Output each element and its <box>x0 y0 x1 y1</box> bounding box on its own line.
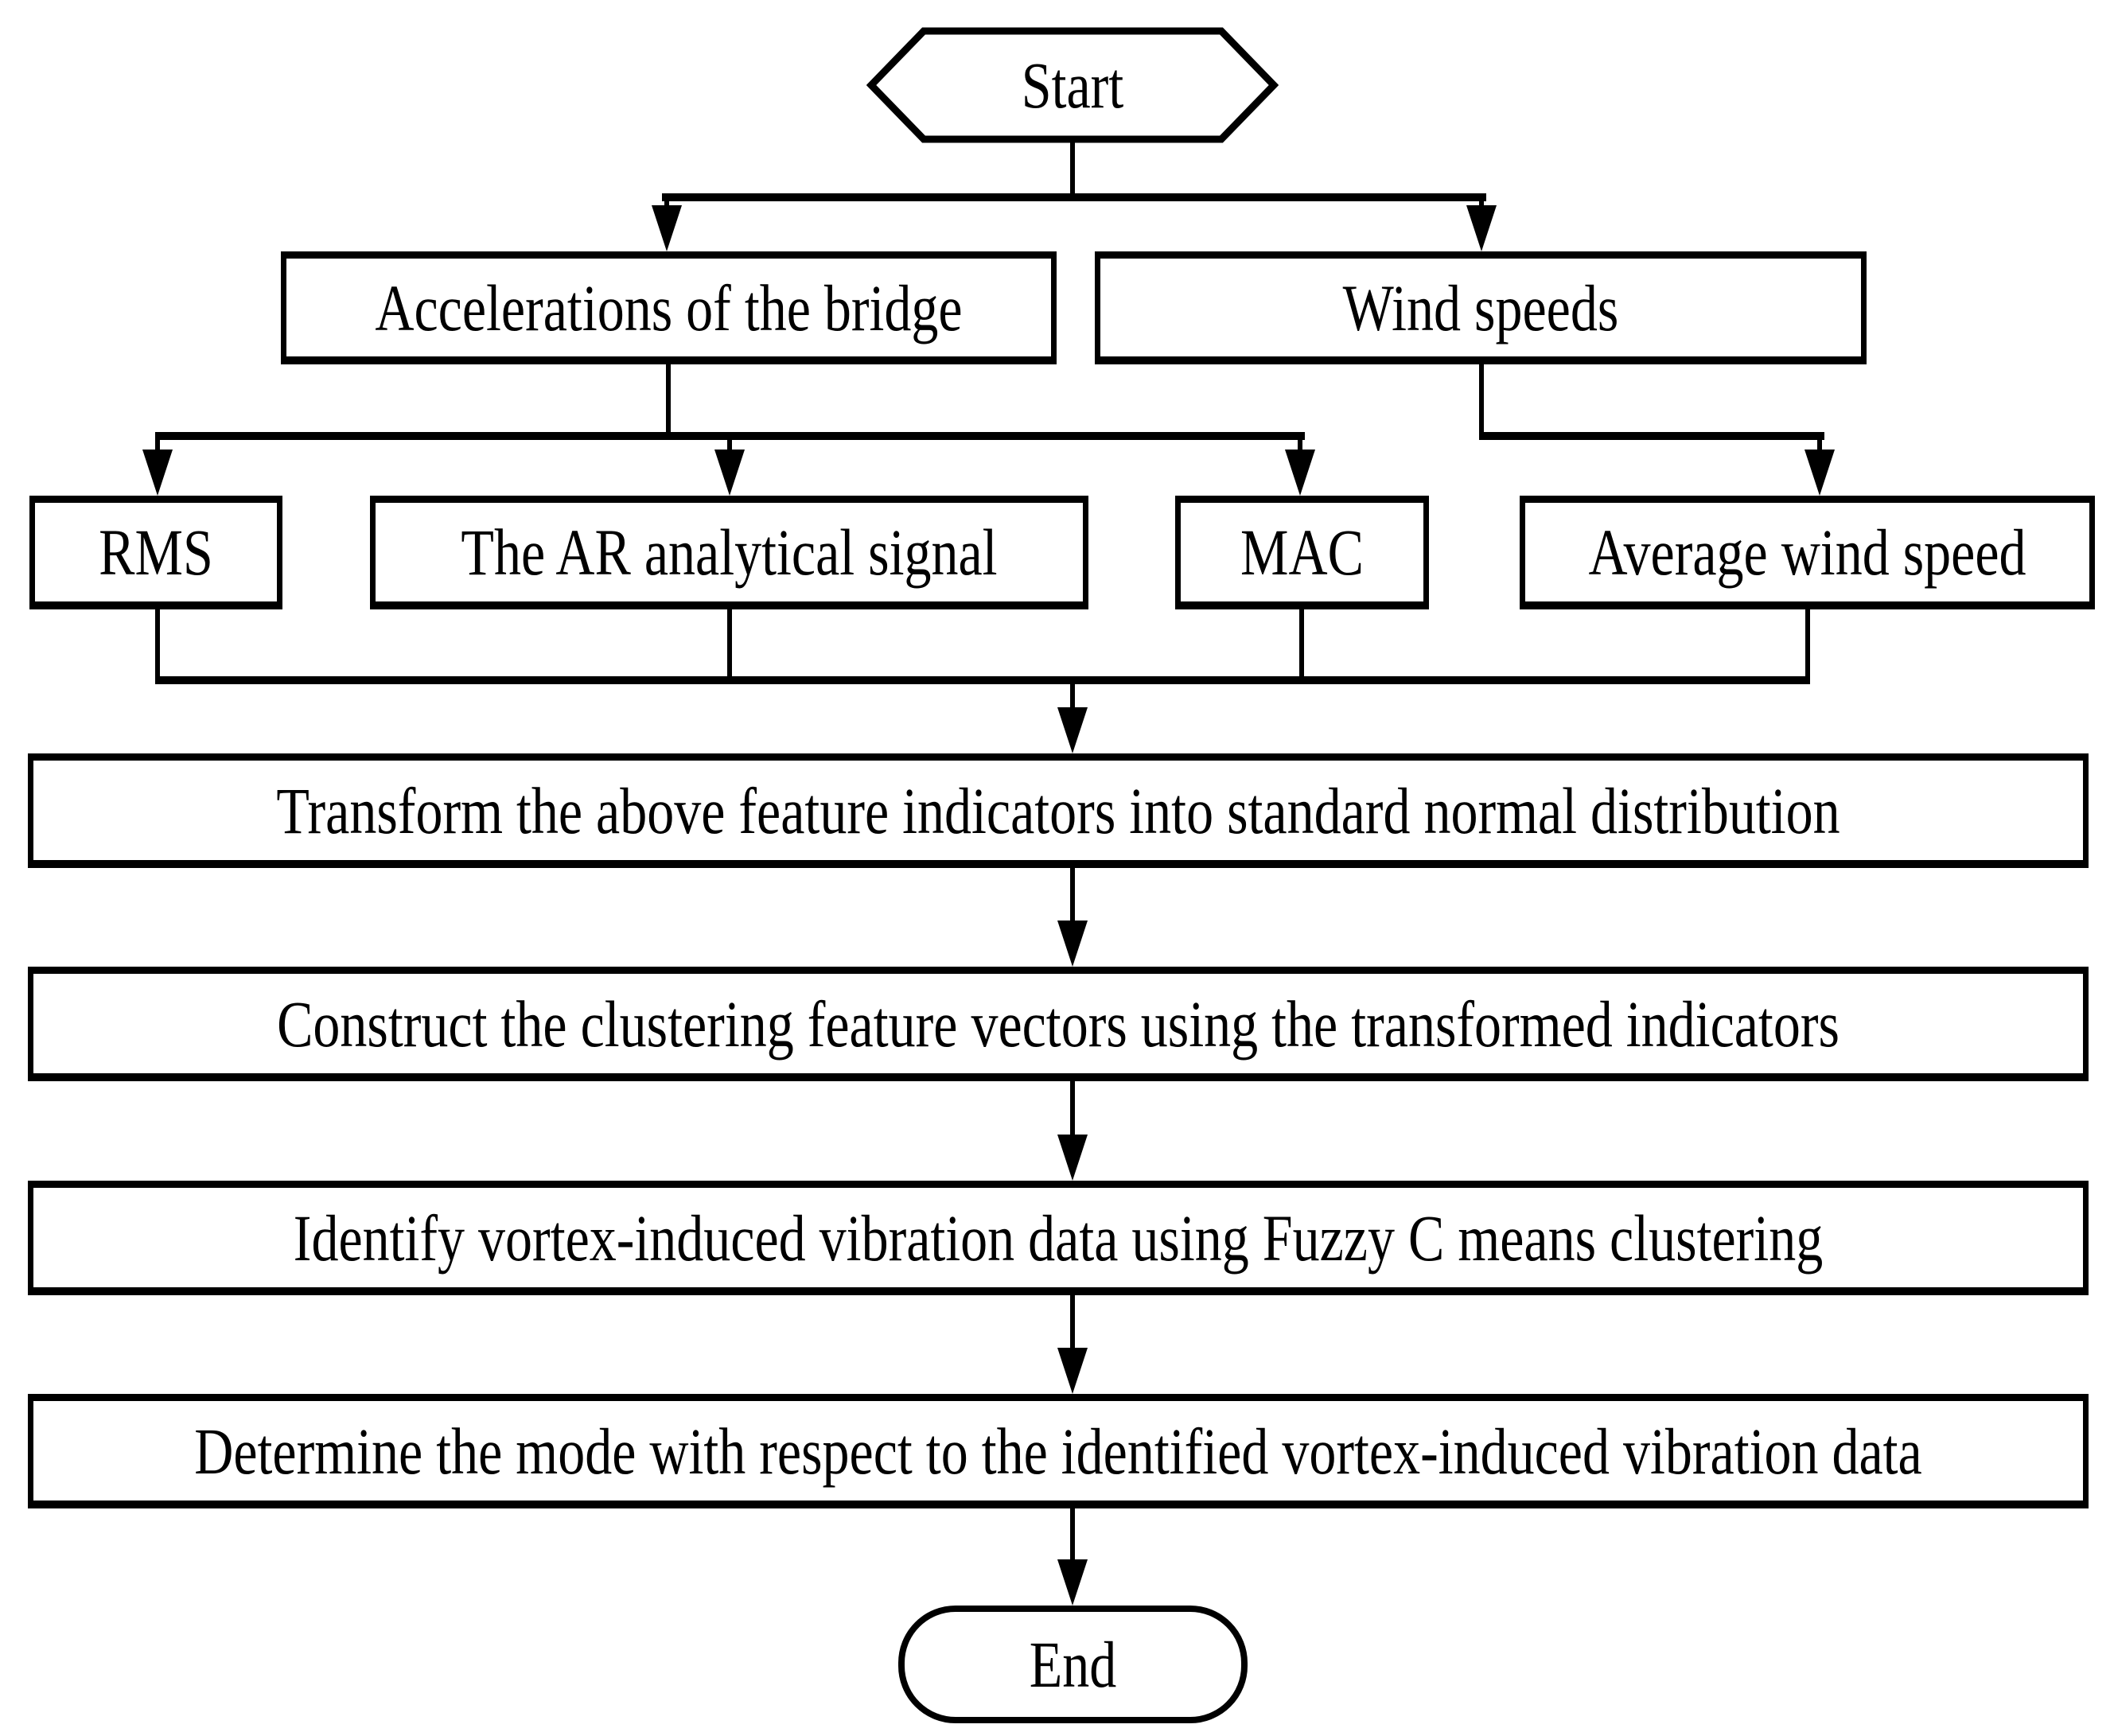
connector-drop-ar-signal <box>727 432 732 457</box>
node-start-label: Start <box>1021 48 1124 123</box>
connector-rms-out <box>155 609 160 684</box>
connector-branch-right <box>1479 432 1824 440</box>
arrowhead-to-construct <box>1057 921 1088 967</box>
node-identify-label: Identify vortex-induced vibration data u… <box>293 1201 1824 1275</box>
connector-accelerations-out <box>666 364 671 440</box>
connector-ar-signal-out <box>727 609 732 684</box>
arrowhead-to-ar-signal <box>714 450 745 496</box>
node-ar-signal: The AR analytical signal <box>370 496 1088 609</box>
hexagon-shape <box>866 27 1279 143</box>
connector-determine-out <box>1070 1508 1075 1564</box>
node-ar-signal-label: The AR analytical signal <box>461 515 998 590</box>
arrowhead-to-mac <box>1285 450 1315 496</box>
node-wind-speeds-label: Wind speeds <box>1342 271 1619 344</box>
connector-identify-out <box>1070 1295 1075 1353</box>
node-avg-wind-speed: Average wind speed <box>1520 496 2095 609</box>
arrowhead-to-transform <box>1057 707 1088 753</box>
node-avg-wind-speed-label: Average wind speed <box>1588 515 2026 590</box>
node-start: Start <box>866 26 1279 144</box>
node-wind-speeds: Wind speeds <box>1095 251 1867 364</box>
connector-start-stem <box>1070 142 1075 198</box>
node-determine-label: Determine the mode with respect to the i… <box>194 1414 1922 1488</box>
node-transform-label: Transform the above feature indicators i… <box>276 773 1840 847</box>
node-mac-label: MAC <box>1240 515 1364 590</box>
node-accelerations-label: Accelerations of the bridge <box>375 271 963 344</box>
arrowhead-to-identify <box>1057 1135 1088 1181</box>
connector-avg-wind-speed-out <box>1805 609 1810 684</box>
arrowhead-to-end <box>1057 1559 1088 1606</box>
connector-drop-rms <box>155 432 160 457</box>
node-mac: MAC <box>1175 496 1429 609</box>
connector-drop-avg-wind-speed <box>1817 432 1822 457</box>
arrowhead-to-determine <box>1057 1348 1088 1394</box>
connector-construct-out <box>1070 1081 1075 1139</box>
arrowhead-to-avg-wind-speed <box>1804 450 1835 496</box>
node-rms-label: RMS <box>99 515 213 590</box>
node-determine: Determine the mode with respect to the i… <box>28 1394 2089 1508</box>
node-construct: Construct the clustering feature vectors… <box>28 967 2089 1081</box>
connector-transform-out <box>1070 868 1075 925</box>
connector-branch-top <box>662 193 1486 201</box>
arrowhead-to-accelerations <box>652 205 682 251</box>
connector-drop-wind-speeds <box>1479 193 1484 216</box>
node-accelerations: Accelerations of the bridge <box>281 251 1057 364</box>
arrowhead-to-rms <box>142 450 173 496</box>
arrowhead-to-wind-speeds <box>1466 205 1497 251</box>
connector-drop-accelerations <box>664 193 669 216</box>
connector-merge-line <box>155 676 1810 684</box>
node-transform: Transform the above feature indicators i… <box>28 753 2089 868</box>
node-rms: RMS <box>29 496 282 609</box>
connector-drop-mac <box>1298 432 1302 457</box>
node-end-label: End <box>1029 1627 1117 1702</box>
node-construct-label: Construct the clustering feature vectors… <box>277 987 1840 1061</box>
node-identify: Identify vortex-induced vibration data u… <box>28 1181 2089 1295</box>
connector-wind-speeds-out <box>1479 364 1484 440</box>
connector-merge-stem <box>1070 676 1075 712</box>
node-end: End <box>898 1606 1248 1723</box>
connector-mac-out <box>1299 609 1304 684</box>
